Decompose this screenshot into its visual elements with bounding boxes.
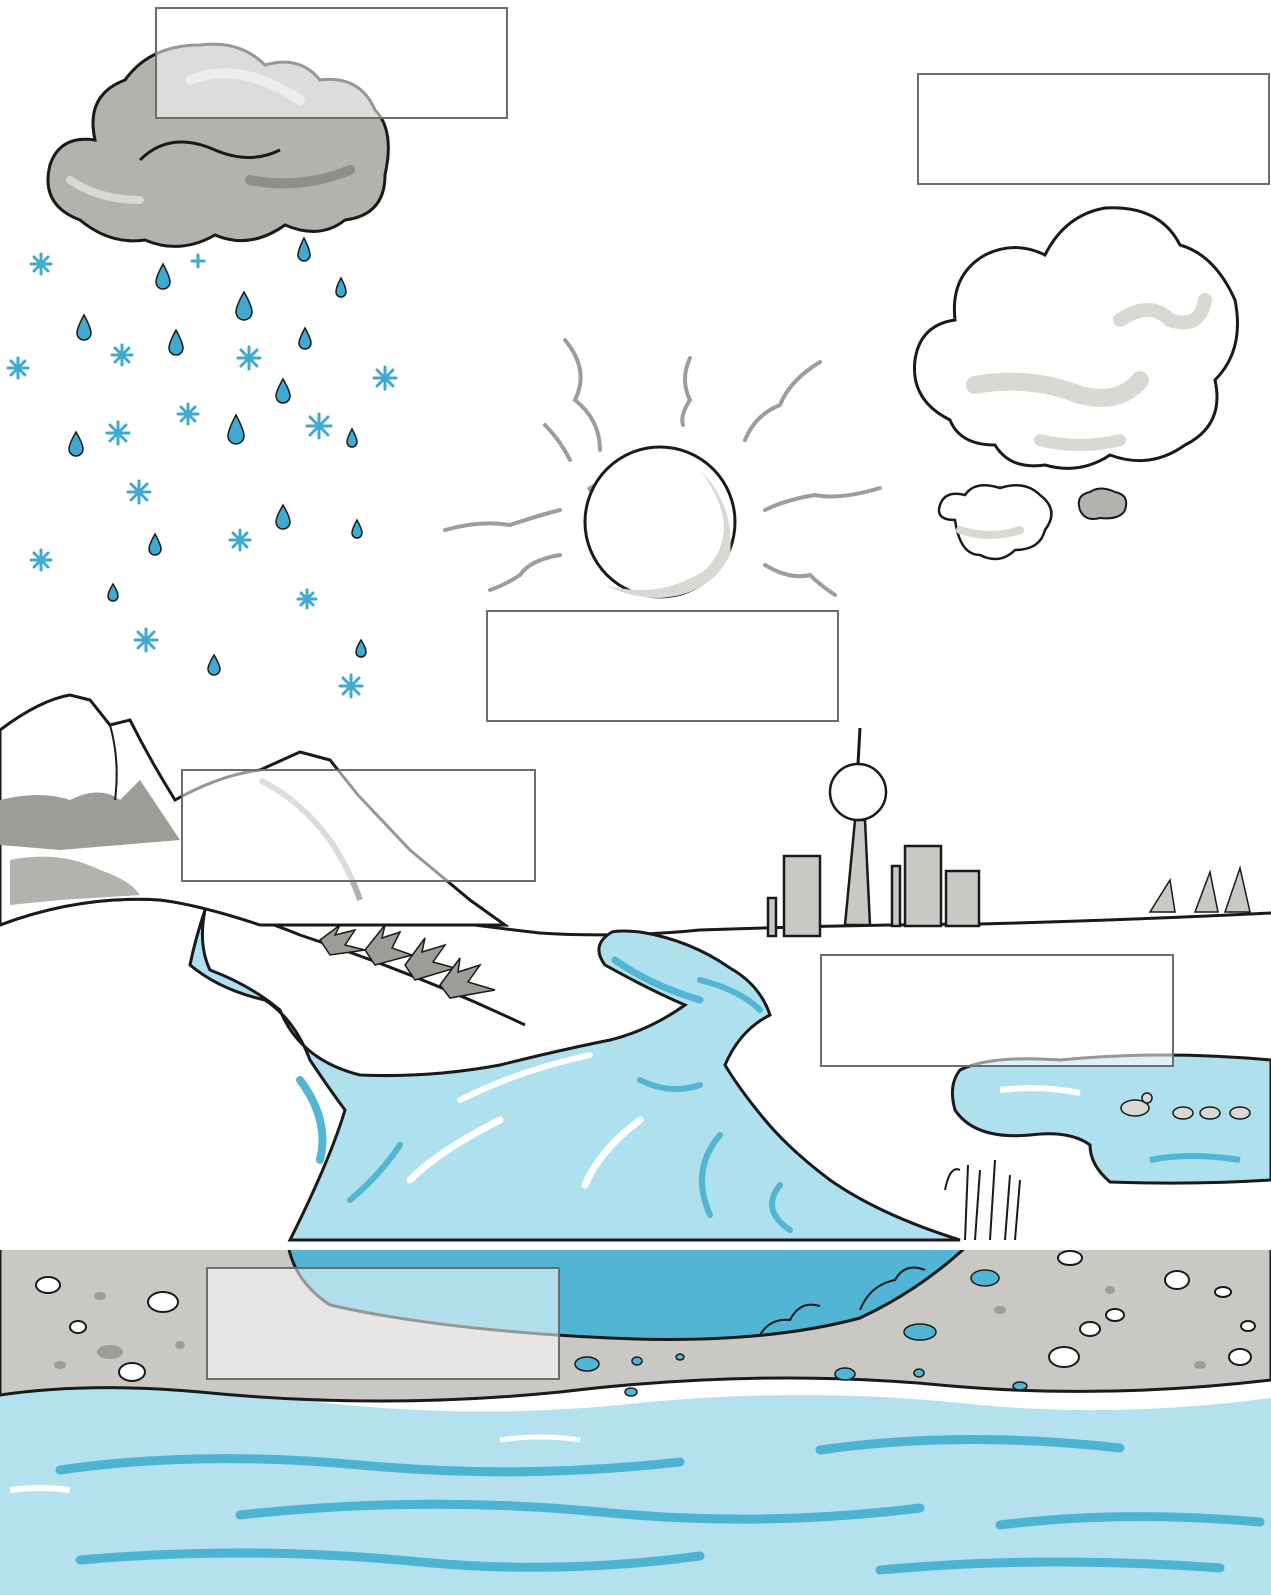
snowflake-icon xyxy=(8,358,28,378)
snowflake-icon xyxy=(128,481,150,503)
ocean xyxy=(0,1389,1271,1595)
raindrop-icon xyxy=(299,328,311,349)
raindrop-icon xyxy=(108,584,118,601)
sun-icon xyxy=(445,340,880,598)
raindrop-icon xyxy=(336,278,346,297)
raindrop-icon xyxy=(276,505,290,529)
label-box-mountain[interactable] xyxy=(181,769,536,882)
raindrop-icon xyxy=(149,534,161,555)
snowflake-icon xyxy=(307,414,331,438)
snowflakes xyxy=(8,254,396,697)
snowflake-icon xyxy=(374,367,396,389)
label-box-groundwater[interactable] xyxy=(206,1267,560,1380)
tv-tower-icon xyxy=(845,820,870,925)
raindrop-icon xyxy=(228,415,244,444)
snowflake-icon xyxy=(112,345,132,365)
raindrop-icon xyxy=(236,292,252,320)
snowflake-icon xyxy=(178,404,198,424)
label-box-text xyxy=(488,612,837,624)
raindrop-icon xyxy=(77,315,91,340)
raindrop-icon xyxy=(156,264,170,289)
label-box-precipitation[interactable] xyxy=(155,7,508,119)
label-box-lake[interactable] xyxy=(820,954,1174,1067)
snowflake-icon xyxy=(298,590,316,608)
label-box-text xyxy=(183,771,534,783)
label-box-evaporation[interactable] xyxy=(486,610,839,722)
raindrop-icon xyxy=(276,379,290,403)
snowflake-icon xyxy=(31,550,51,570)
snowflake-icon xyxy=(230,530,250,550)
label-box-condensation[interactable] xyxy=(917,73,1270,185)
label-box-text xyxy=(919,75,1268,87)
raindrop-icon xyxy=(69,432,83,456)
snowflake-icon xyxy=(192,255,204,267)
label-box-text xyxy=(208,1269,558,1281)
cloud-icon xyxy=(914,208,1237,559)
city-skyline-icon xyxy=(768,728,979,936)
snowflake-icon xyxy=(31,254,51,274)
snowflake-icon xyxy=(238,347,260,369)
snowflake-icon xyxy=(340,675,362,697)
raindrop-icon xyxy=(356,640,366,657)
snowflake-icon xyxy=(135,629,157,651)
raindrop-icon xyxy=(169,330,183,355)
label-box-text xyxy=(157,9,506,21)
raindrops xyxy=(69,238,366,675)
raindrop-icon xyxy=(352,520,362,538)
snowflake-icon xyxy=(107,422,129,444)
raindrop-icon xyxy=(347,429,357,447)
raindrop-icon xyxy=(208,655,220,675)
label-box-text xyxy=(822,956,1172,968)
distant-trees xyxy=(1150,868,1250,912)
raindrop-icon xyxy=(298,238,310,261)
